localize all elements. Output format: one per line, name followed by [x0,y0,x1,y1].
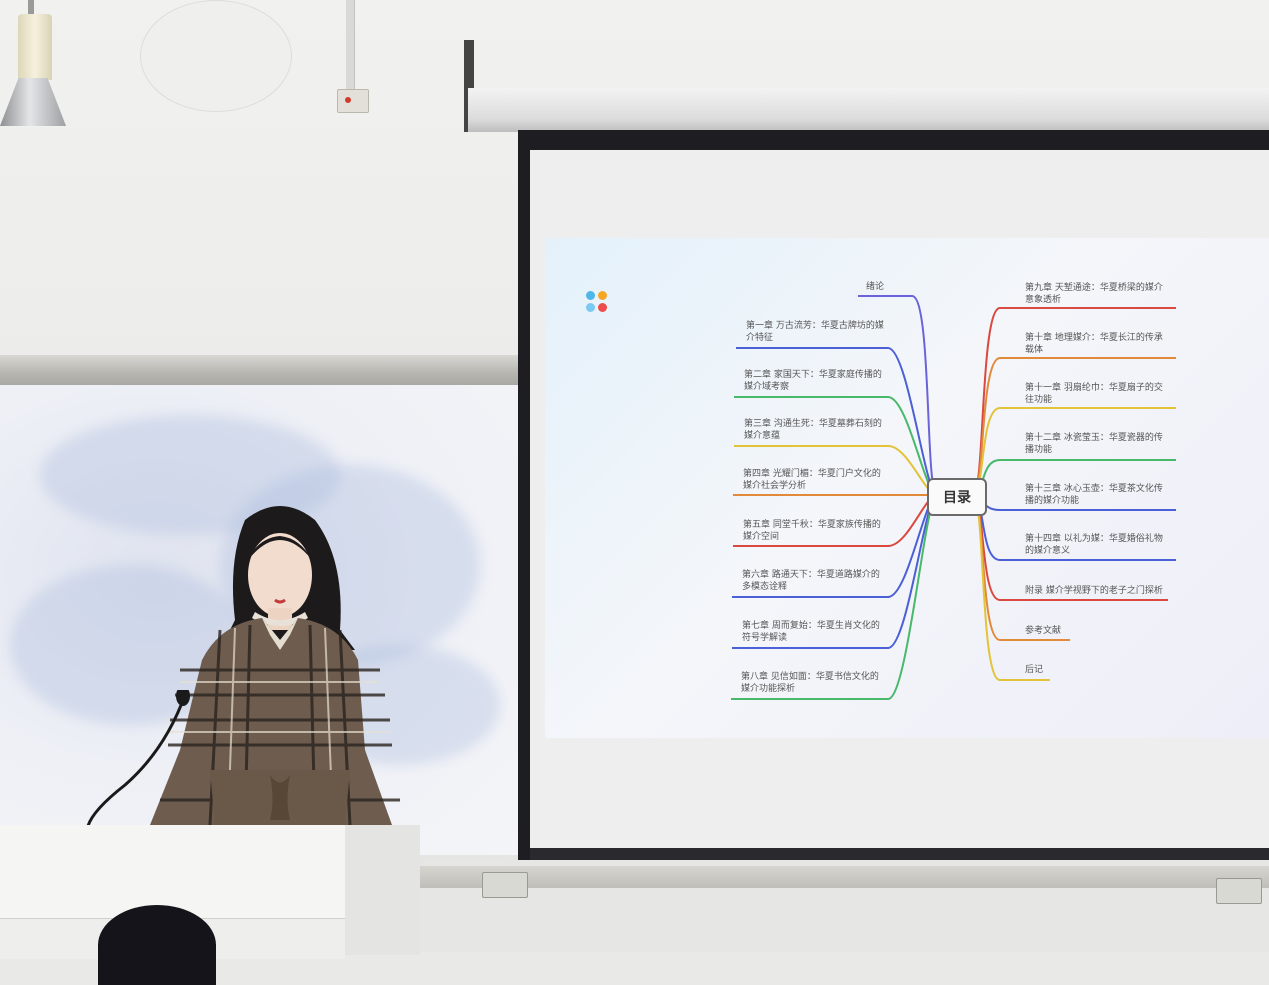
mindmap-right-item: 参考文献 [1025,626,1062,636]
mindmap-center-node: 目录 [927,478,987,516]
whiteboard-rail [0,355,520,385]
mindmap-right-item: 第十四章 以礼为媒：华夏婚俗礼物的媒介意义 [1025,534,1163,556]
tray-clip [482,872,528,898]
audience-member-head [98,905,216,985]
podium-side [345,825,420,955]
screen-case [468,88,1269,132]
podium [0,825,411,925]
mindmap-right-item: 第九章 天堑通途：华夏桥梁的媒介意象透析 [1025,283,1163,305]
mindmap-left-item: 第四章 光耀门楣：华夏门户文化的媒介社会学分析 [743,469,881,491]
mindmap-left-item: 第三章 沟通生死：华夏墓葬石刻的媒介意蕴 [744,419,882,441]
logo-dot [586,291,595,300]
screen-tray [420,866,1269,888]
tray-clip [1216,878,1262,904]
mindmap-left-item: 第七章 周而复始：华夏生肖文化的符号学解读 [742,621,880,643]
screen-bracket [464,40,474,132]
lamp-rod [28,0,34,14]
mindmap-right-item: 第十二章 冰瓷莹玉：华夏瓷器的传播功能 [1025,433,1163,455]
mindmap-right-item: 第十三章 冰心玉壶：华夏茶文化传播的媒介功能 [1025,484,1163,506]
light-switch-icon [337,89,369,113]
mindmap-right-item: 附录 媒介学视野下的老子之门探析 [1025,586,1163,596]
logo-dot [586,303,595,312]
mindmap-left-item: 第八章 见信如面：华夏书信文化的媒介功能探析 [741,672,879,694]
switch-indicator-light [345,97,351,103]
logo-dot [598,291,607,300]
mindmap-right-item: 后记 [1025,665,1044,675]
logo-dot [598,303,607,312]
mindmap-left-item: 绪论 [866,282,885,292]
wall-clock-icon [140,0,292,112]
mindmap-branch-right [972,357,1176,496]
microphone-icon [86,690,190,827]
presenter [150,506,400,826]
mindmap-branch-right [972,494,1070,641]
ceiling-lamp-icon [18,14,52,80]
mindmap-left-item: 第一章 万古流芳：华夏古牌坊的媒介特征 [746,321,884,343]
mindmap-left-item: 第二章 家国天下：华夏家庭传播的媒介域考察 [744,370,882,392]
mindmap-left-item: 第五章 同堂千秋：华夏家族传播的媒介空间 [743,520,881,542]
mindmap-right-item: 第十章 地理媒介：华夏长江的传承载体 [1025,333,1163,355]
mindmap-right-item: 第十一章 羽扇纶巾：华夏扇子的交往功能 [1025,383,1163,405]
mindmap-center-title: 目录 [943,490,971,506]
wall-pipe [346,0,355,90]
mindmap-left-item: 第六章 路通天下：华夏道路媒介的多模态诠释 [742,570,880,592]
projected-slide [545,238,1269,738]
